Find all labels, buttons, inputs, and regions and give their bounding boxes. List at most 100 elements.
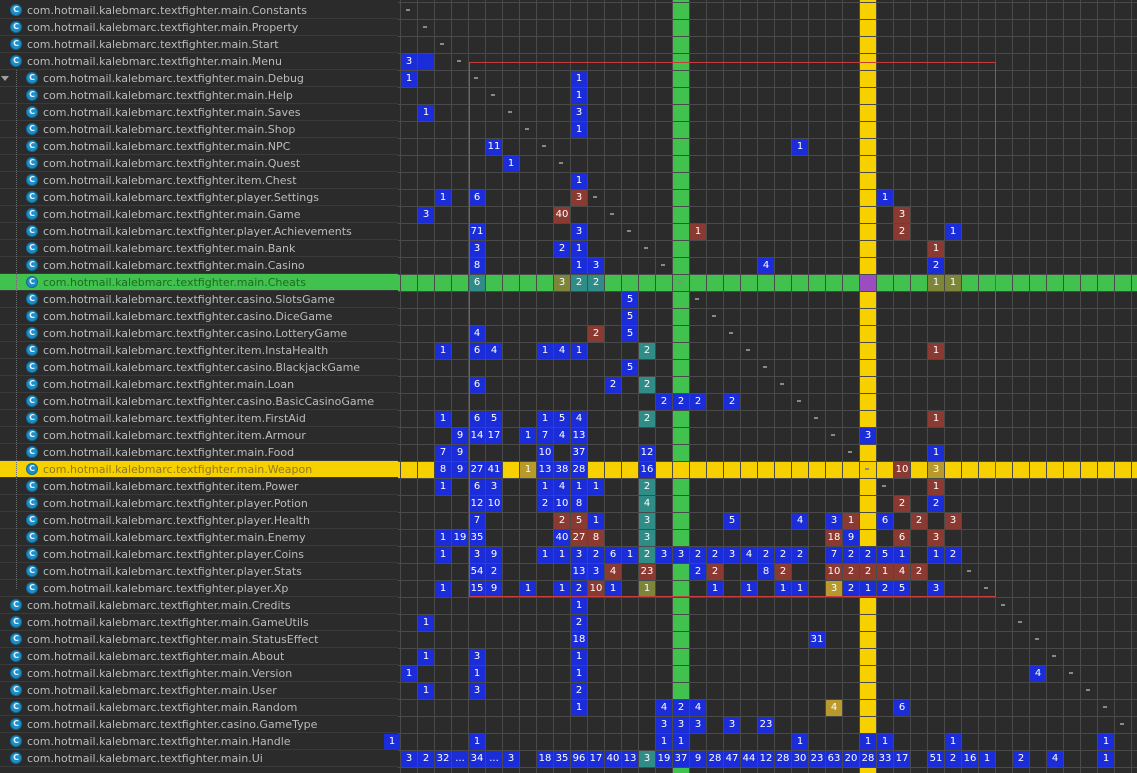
dependency-cell[interactable]: 2 (860, 564, 876, 580)
dependency-cell[interactable]: 3 (673, 717, 689, 733)
dependency-cell[interactable]: 2 (860, 547, 876, 563)
dependency-cell[interactable]: 5 (486, 411, 502, 427)
dependency-cell[interactable]: 11 (486, 139, 502, 155)
dependency-cell[interactable]: 28 (860, 751, 876, 767)
dependency-cell[interactable]: 4 (792, 513, 808, 529)
dependency-cell[interactable]: 40 (605, 751, 621, 767)
dependency-cell[interactable]: 4 (469, 326, 485, 342)
dependency-cell[interactable]: 16 (639, 462, 655, 478)
dependency-cell[interactable]: 1 (537, 411, 553, 427)
dependency-cell[interactable]: 1 (537, 547, 553, 563)
dependency-cell[interactable]: 1 (571, 343, 587, 359)
dependency-cell[interactable]: 2 (656, 394, 672, 410)
dependency-cell[interactable]: 1 (979, 751, 995, 767)
dependency-cell[interactable]: 17 (894, 751, 910, 767)
dependency-cell[interactable]: 5 (571, 513, 587, 529)
dependency-cell[interactable]: 1 (435, 547, 451, 563)
dependency-cell[interactable]: 2 (554, 513, 570, 529)
dependency-cell[interactable]: 2 (639, 411, 655, 427)
dependency-cell[interactable]: 3 (554, 275, 570, 291)
dependency-cell[interactable]: 2 (571, 683, 587, 699)
dependency-cell[interactable]: 1 (877, 734, 893, 750)
dependency-cell[interactable]: 31 (809, 632, 825, 648)
dependency-cell[interactable]: 1 (571, 258, 587, 274)
dependency-cell[interactable]: 9 (452, 462, 468, 478)
dependency-cell[interactable]: 10 (486, 496, 502, 512)
dependency-cell[interactable]: 3 (724, 717, 740, 733)
dependency-cell[interactable]: 1 (571, 122, 587, 138)
dependency-cell[interactable]: 8 (588, 530, 604, 546)
dependency-cell[interactable]: 3 (401, 54, 417, 70)
dependency-cell[interactable]: 23 (758, 717, 774, 733)
dependency-cell[interactable]: 5 (554, 411, 570, 427)
dependency-cell[interactable]: 33 (877, 751, 893, 767)
dependency-cell[interactable]: 1 (588, 479, 604, 495)
dependency-cell[interactable]: 1 (571, 479, 587, 495)
dependency-cell[interactable]: 3 (571, 224, 587, 240)
dependency-cell[interactable]: 2 (639, 343, 655, 359)
dependency-cell[interactable]: 1 (571, 241, 587, 257)
dependency-cell[interactable]: 18 (571, 632, 587, 648)
dependency-cell[interactable]: 63 (826, 751, 842, 767)
dependency-cell[interactable]: 1 (554, 547, 570, 563)
dependency-cell[interactable]: 3 (673, 547, 689, 563)
dependency-cell[interactable]: 2 (690, 564, 706, 580)
dependency-cell[interactable]: 2 (605, 377, 621, 393)
dependency-cell[interactable]: 8 (435, 462, 451, 478)
dependency-cell[interactable]: 1 (435, 411, 451, 427)
dependency-cell[interactable]: 7 (537, 428, 553, 444)
dependency-cell[interactable]: 2 (673, 700, 689, 716)
dependency-cell[interactable]: 2 (775, 564, 791, 580)
dependency-cell[interactable]: 13 (571, 564, 587, 580)
dependency-cell[interactable]: 3 (656, 547, 672, 563)
dependency-cell[interactable]: 3 (690, 717, 706, 733)
dependency-cell[interactable]: 1 (537, 343, 553, 359)
dependency-cell[interactable]: 18 (537, 751, 553, 767)
dependency-cell[interactable]: 6 (469, 411, 485, 427)
dependency-cell[interactable]: 27 (571, 530, 587, 546)
dependency-cell[interactable]: 4 (639, 496, 655, 512)
dependency-cell[interactable]: 51 (928, 751, 944, 767)
dependency-cell[interactable]: 1 (690, 224, 706, 240)
dependency-cell[interactable]: 2 (928, 258, 944, 274)
dependency-cell[interactable]: 38 (554, 462, 570, 478)
dependency-cell[interactable]: 34 (469, 751, 485, 767)
dependency-cell[interactable]: 1 (435, 581, 451, 597)
dependency-cell[interactable]: 5 (622, 309, 638, 325)
dependency-cell[interactable]: 28 (775, 751, 791, 767)
dependency-cell[interactable]: 2 (707, 564, 723, 580)
dependency-cell[interactable]: 9 (452, 428, 468, 444)
dependency-cell[interactable]: 2 (1013, 751, 1029, 767)
dependency-cell[interactable]: 4 (656, 700, 672, 716)
dependency-cell[interactable]: 7 (469, 513, 485, 529)
dependency-cell[interactable]: 35 (554, 751, 570, 767)
dependency-cell[interactable]: 1 (792, 734, 808, 750)
dependency-cell[interactable]: 2 (588, 275, 604, 291)
dependency-cell[interactable]: 1 (401, 666, 417, 682)
dependency-cell[interactable]: 3 (656, 717, 672, 733)
dependency-cell[interactable]: 1 (928, 479, 944, 495)
dependency-cell[interactable]: 3 (894, 207, 910, 223)
dependency-cell[interactable]: 1 (571, 649, 587, 665)
dependency-cell[interactable]: 4 (554, 343, 570, 359)
dependency-cell[interactable]: 1 (435, 530, 451, 546)
dependency-cell[interactable]: 3 (639, 513, 655, 529)
dependency-cell[interactable]: 3 (469, 683, 485, 699)
dependency-cell[interactable]: 1 (860, 734, 876, 750)
